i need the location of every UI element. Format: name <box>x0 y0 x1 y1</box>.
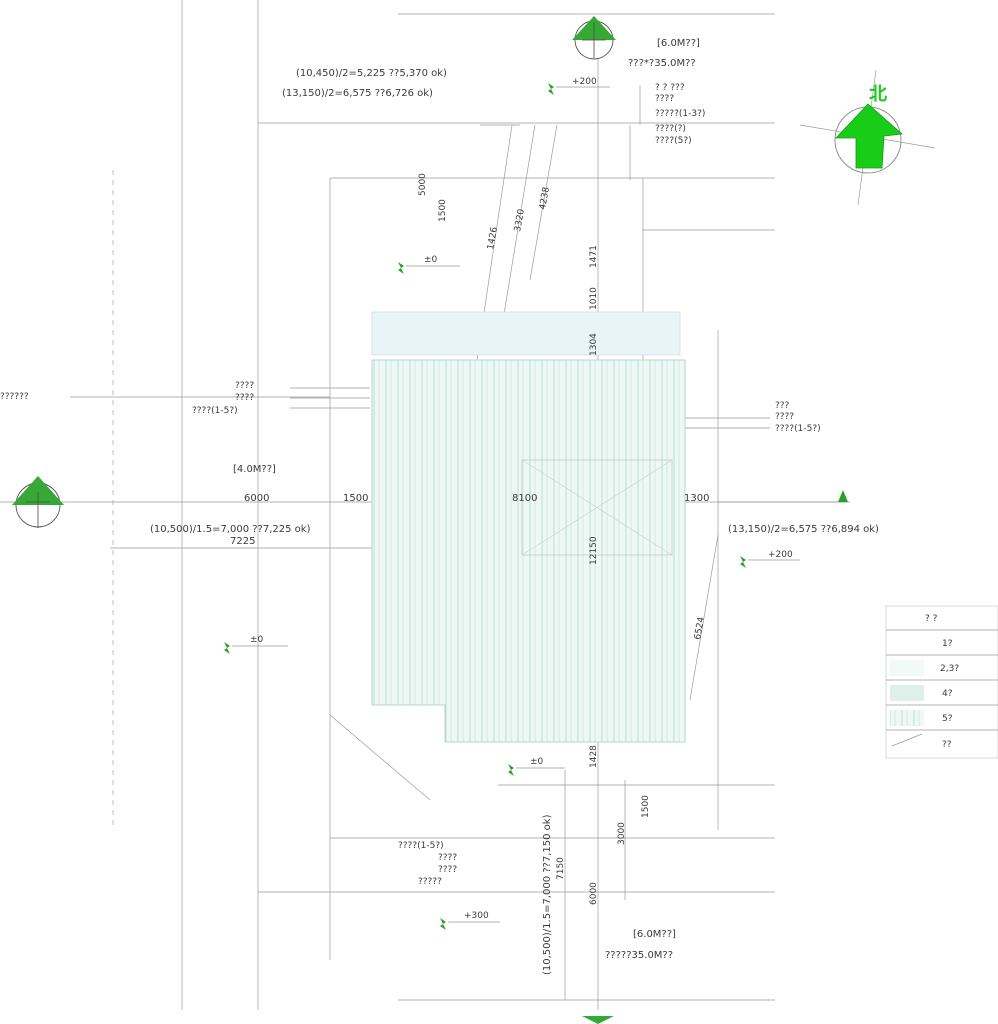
label-bottom-left-2: ???? <box>438 853 457 863</box>
section-marker-bottom <box>582 1016 614 1024</box>
road-note-bottom: ?????35.0M?? <box>605 950 673 961</box>
legend-row-4: 5? <box>942 714 953 724</box>
level-marker-left: ±0 <box>224 635 288 654</box>
formula-f3: (10,500)/1.5=7,000 ??7,225 ok) <box>150 524 311 535</box>
svg-text:±0: ±0 <box>530 757 544 767</box>
dim-7225: 7225 <box>230 536 255 547</box>
dim-1471: 1471 <box>589 245 599 268</box>
svg-text:±0: ±0 <box>250 635 264 645</box>
level-marker-bottom: +300 <box>440 911 500 930</box>
road-note-top: ???*?35.0M?? <box>628 58 696 69</box>
formula-f2: (13,150)/2=6,575 ??6,726 ok) <box>282 88 433 99</box>
road-width-left: [4.0M??] <box>233 464 276 475</box>
dim-6000b: 6000 <box>589 882 599 905</box>
dim-5000: 5000 <box>418 173 428 196</box>
dim-6000: 6000 <box>244 493 269 504</box>
label-top-right-1: ? ? ??? <box>655 83 685 93</box>
dim-3000: 3000 <box>617 822 627 845</box>
label-right-2: ???? <box>775 412 794 422</box>
dim-1426: 1426 <box>486 226 500 251</box>
road-width-top: [6.0M??] <box>657 38 700 49</box>
label-far-left: ?????? <box>0 392 29 402</box>
dim-12150: 12150 <box>589 536 599 565</box>
legend-row-2: 2,3? <box>940 664 959 674</box>
level-marker-top: +200 <box>548 77 610 95</box>
svg-text:±0: ±0 <box>424 255 438 265</box>
label-bottom-left-1: ????(1-5?) <box>398 841 444 851</box>
legend-row-3: 4? <box>942 689 953 699</box>
label-bottom-left-4: ????? <box>418 877 442 887</box>
label-right-3: ????(1-5?) <box>775 424 821 434</box>
level-markers: +200 ±0 ±0 +200 ±0 +300 <box>224 77 800 930</box>
leader-labels: ? ? ??? ???? ?????(1-3?) ????(?) ????(5?… <box>0 83 821 887</box>
formula-f1: (10,450)/2=5,225 ??5,370 ok) <box>296 68 447 79</box>
level-marker-right: +200 <box>740 550 800 568</box>
label-left-2: ???? <box>235 393 254 403</box>
section-arrow-right <box>838 490 848 502</box>
dimension-labels: (10,450)/2=5,225 ??5,370 ok) (13,150)/2=… <box>150 68 879 975</box>
building-footprint <box>371 311 686 743</box>
svg-text:+200: +200 <box>768 550 793 560</box>
level-marker-upper-left: ±0 <box>398 255 460 274</box>
legend-row-5: ?? <box>942 740 952 750</box>
dim-1010: 1010 <box>589 287 599 310</box>
section-marker-left <box>12 476 64 528</box>
dim-1300: 1300 <box>684 493 709 504</box>
formula-f4: (13,150)/2=6,575 ??6,894 ok) <box>728 524 879 535</box>
legend: ? ? 1? 2,3? 4? 5? ?? <box>885 605 998 759</box>
dim-6524: 6524 <box>693 616 707 641</box>
dim-8100: 8100 <box>512 493 537 504</box>
section-marker-top <box>572 16 616 60</box>
dim-4238: 4238 <box>538 186 552 211</box>
north-arrow-icon: 北 <box>799 69 936 206</box>
svg-text:+300: +300 <box>464 911 489 921</box>
road-width-labels: [6.0M??] ???*?35.0M?? [4.0M??] [6.0M??] … <box>233 38 700 961</box>
label-top-right-3: ?????(1-3?) <box>655 109 705 119</box>
road-width-bottom: [6.0M??] <box>633 929 676 940</box>
dim-1500c: 1500 <box>641 795 651 818</box>
label-top-right-2: ???? <box>655 94 674 104</box>
dim-1500b: 1500 <box>343 493 368 504</box>
level-marker-bottom-center: ±0 <box>508 757 565 776</box>
svg-text:+200: +200 <box>572 77 597 87</box>
dim-3320: 3320 <box>513 208 527 233</box>
legend-title: ? ? <box>925 614 938 624</box>
label-bottom-left-3: ???? <box>438 865 457 875</box>
label-left-1: ???? <box>235 381 254 391</box>
label-top-right-5: ????(5?) <box>655 136 692 146</box>
dim-1500a: 1500 <box>438 199 448 222</box>
label-left-3: ????(1-5?) <box>192 406 238 416</box>
formula-f5: (10,500)/1.5=7,000 ??7,150 ok) <box>542 814 553 975</box>
label-right-1: ??? <box>775 401 790 411</box>
dim-1428: 1428 <box>589 745 599 768</box>
dim-7150: 7150 <box>556 857 566 880</box>
legend-row-1: 1? <box>942 639 953 649</box>
label-top-right-4: ????(?) <box>655 124 686 134</box>
north-label: 北 <box>869 84 887 105</box>
dim-1304: 1304 <box>589 333 599 356</box>
